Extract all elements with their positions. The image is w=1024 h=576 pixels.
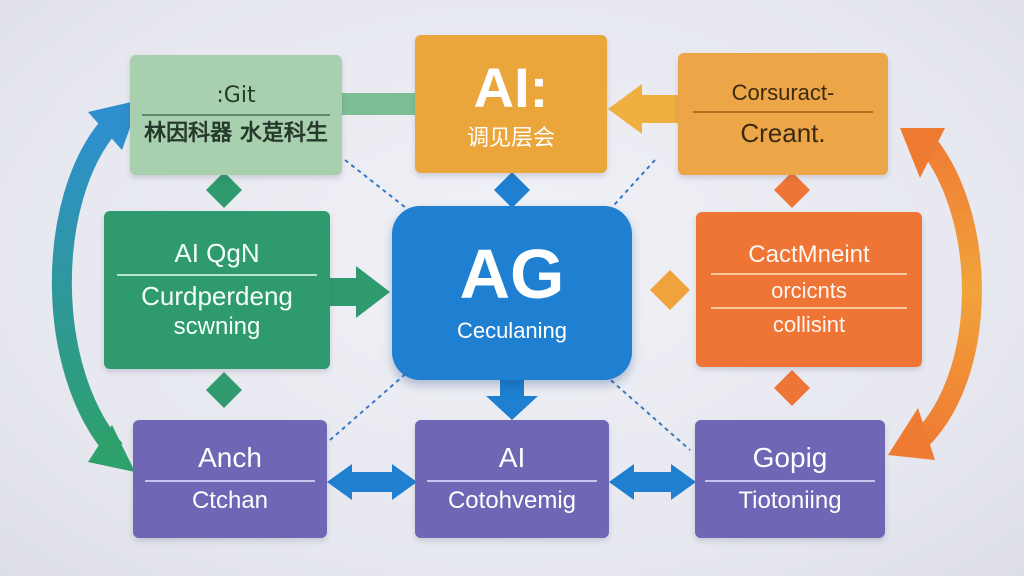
dashed-line-bottom-right — [604, 374, 691, 451]
node-top-left: :Git 林因科器 水莡科生 — [130, 55, 342, 175]
node-center: AG Ceculaning — [392, 206, 632, 380]
node-top-center: AI: 调见层会 — [415, 35, 607, 173]
node-center-title: AG — [459, 235, 565, 314]
node-bottom-left-subtitle: Ctchan — [191, 487, 269, 515]
node-bottom-right-title: Gopig — [752, 442, 828, 474]
node-top-right-divider — [693, 110, 873, 113]
node-top-center-title: AI: — [473, 56, 549, 120]
node-middle-right-divider-2 — [711, 306, 907, 309]
node-bottom-center-subtitle: Cotohvemig — [447, 487, 577, 515]
node-middle-left-line3: scwning — [173, 313, 261, 341]
node-middle-right-line1: CactMneint — [748, 241, 870, 269]
dashed-line-bottom-left — [329, 369, 411, 441]
node-bottom-left-title: Anch — [198, 442, 262, 474]
node-top-right-line2: Creant. — [740, 117, 826, 148]
node-bottom-right: Gopig Tiotoniing — [695, 420, 885, 538]
diamond-green-top — [206, 172, 242, 208]
node-bottom-center: AI Cotohvemig — [415, 420, 609, 538]
node-middle-right-divider-1 — [711, 272, 907, 275]
diamond-orange-bottom — [774, 370, 810, 406]
node-top-right-line1: Corsuract- — [731, 79, 835, 105]
left-cycle-arrow — [51, 100, 140, 472]
connector-bar-top — [342, 93, 417, 115]
node-bottom-left: Anch Ctchan — [133, 420, 327, 538]
node-bottom-right-subtitle: Tiotoniing — [738, 487, 842, 515]
node-top-left-divider — [142, 114, 330, 116]
node-middle-right-line3: collisint — [772, 311, 846, 337]
node-center-subtitle: Ceculaning — [456, 318, 568, 344]
diamond-blue-top — [494, 172, 530, 208]
diamond-orange-top — [774, 172, 810, 208]
node-bottom-left-divider — [145, 480, 315, 483]
right-cycle-arrow — [888, 128, 982, 460]
double-arrow-bottom-right — [609, 464, 696, 500]
node-middle-left: AI QgN Curdperdeng scwning — [104, 211, 330, 369]
node-top-center-subtitle: 调见层会 — [466, 125, 555, 151]
arrow-left-to-center — [330, 266, 390, 318]
node-middle-left-line2: Curdperdeng — [141, 280, 293, 311]
arrow-right-to-center-top — [608, 84, 680, 134]
node-top-left-line2: 林因科器 水莡科生 — [144, 121, 328, 146]
dashed-connectors — [329, 159, 691, 451]
diamond-green-bottom — [206, 372, 242, 408]
arrow-center-down — [486, 378, 538, 420]
dashed-line-top-left — [344, 159, 416, 216]
node-middle-right-line2: orcicnts — [771, 277, 847, 303]
diamond-orange-left — [650, 270, 690, 310]
node-top-left-line1: :Git — [216, 82, 256, 108]
node-middle-left-title: AI QgN — [174, 238, 260, 269]
node-top-right: Corsuract- Creant. — [678, 53, 888, 175]
double-arrow-bottom-left — [327, 464, 417, 500]
node-bottom-right-divider — [705, 480, 875, 483]
node-bottom-center-title: AI — [498, 442, 526, 474]
node-middle-right: CactMneint orcicnts collisint — [696, 212, 922, 367]
node-middle-left-divider — [117, 273, 317, 276]
node-bottom-center-divider — [427, 480, 597, 483]
